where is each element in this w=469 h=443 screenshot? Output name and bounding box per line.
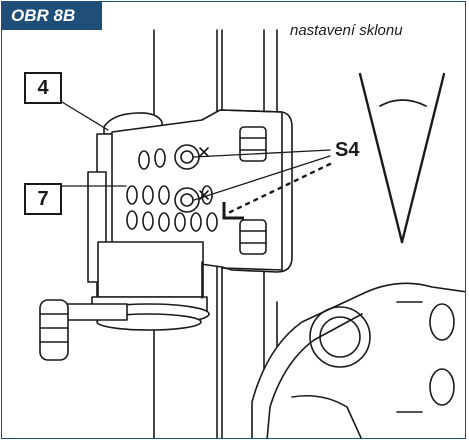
callout-7: 7 [24, 183, 62, 215]
caption: nastavení sklonu [290, 22, 403, 39]
screw-label: S4 [335, 139, 360, 161]
hex-bolt-lower [239, 219, 267, 255]
tilt-line-right [400, 72, 446, 244]
screw-s4-lower [174, 187, 200, 213]
mechanical-drawing [39, 29, 465, 438]
figure-tag: OBR 8B [2, 2, 102, 30]
tilt-line-left [358, 72, 404, 244]
adjust-knob [39, 299, 69, 361]
hex-bolt-upper [239, 126, 267, 162]
direction-arrow-icon [222, 202, 244, 220]
callout-4: 4 [24, 72, 62, 104]
tilt-arc [379, 99, 427, 107]
